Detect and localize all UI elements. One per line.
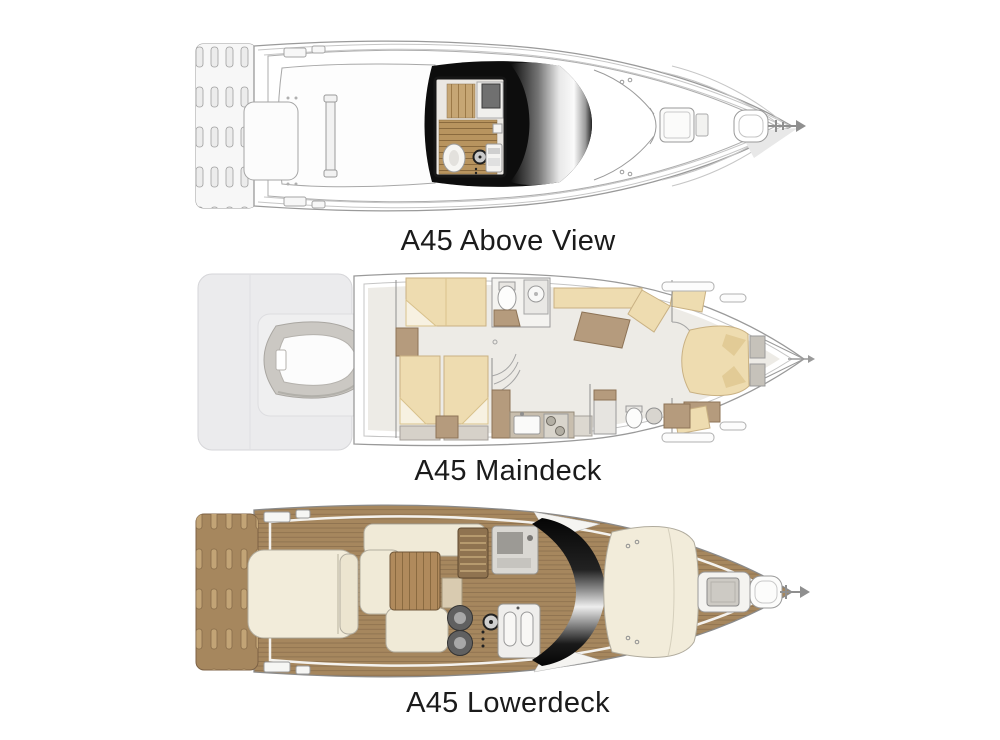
maindeck-plan bbox=[197, 272, 815, 451]
bow-pulpit bbox=[764, 339, 815, 379]
wet-bar bbox=[441, 577, 463, 609]
galley-sink bbox=[513, 415, 541, 435]
toilet bbox=[497, 285, 517, 311]
foredeck-hatch bbox=[659, 107, 695, 143]
deck-plank-lines bbox=[257, 43, 789, 209]
aft-cabin bbox=[395, 277, 493, 441]
cockpit-interior bbox=[438, 81, 504, 175]
bow-cabin bbox=[671, 280, 766, 438]
caption-above-view: A45 Above View bbox=[400, 225, 616, 257]
caption-lowerdeck: A45 Lowerdeck bbox=[406, 687, 610, 719]
maindeck-figure bbox=[192, 266, 818, 458]
lowerdeck-plan bbox=[195, 504, 810, 678]
cockpit-table bbox=[389, 551, 441, 611]
side-windows bbox=[661, 281, 747, 443]
galley bbox=[491, 389, 593, 439]
helm-station bbox=[481, 603, 541, 659]
foredeck bbox=[659, 107, 806, 158]
above-view-figure bbox=[192, 38, 810, 216]
anchor-icon bbox=[808, 355, 815, 363]
foredeck-sunpad bbox=[603, 526, 699, 658]
caption-maindeck: A45 Maindeck bbox=[414, 455, 602, 487]
deck-cleats bbox=[286, 96, 298, 186]
toilet bbox=[625, 407, 643, 429]
aft-cockpit bbox=[243, 45, 436, 209]
above-view-plan bbox=[195, 40, 806, 212]
windshield-frame bbox=[593, 69, 657, 181]
windshield bbox=[532, 518, 606, 666]
gunwale-lockers bbox=[263, 509, 311, 675]
mid-bathroom bbox=[491, 277, 551, 328]
tender-dinghy bbox=[263, 321, 373, 399]
gunwale-lockers bbox=[283, 45, 326, 209]
helm-seats bbox=[447, 605, 473, 656]
tv-panel bbox=[481, 83, 501, 109]
bow-area bbox=[697, 571, 810, 613]
companionway-stairs bbox=[491, 339, 521, 393]
swim-platform bbox=[195, 513, 259, 671]
companionway-stairs bbox=[457, 527, 489, 579]
anchor-icon bbox=[780, 585, 810, 599]
nightstand bbox=[395, 327, 419, 357]
salon-table bbox=[573, 311, 631, 349]
bow-bathroom bbox=[589, 384, 691, 435]
sunroof-panel bbox=[510, 62, 592, 186]
lowerdeck-figure bbox=[192, 500, 812, 684]
anchor-icon bbox=[768, 120, 806, 132]
walkway-wedges bbox=[533, 511, 601, 673]
hardtop bbox=[424, 61, 592, 187]
table-pedestal bbox=[325, 97, 336, 175]
swim-platform bbox=[195, 43, 257, 209]
galley-module bbox=[491, 525, 539, 575]
engine-hatch bbox=[243, 101, 299, 181]
bow-hatch bbox=[706, 577, 740, 607]
aft-sunpad bbox=[247, 549, 359, 639]
sink bbox=[645, 407, 663, 425]
island-bed bbox=[681, 325, 750, 397]
